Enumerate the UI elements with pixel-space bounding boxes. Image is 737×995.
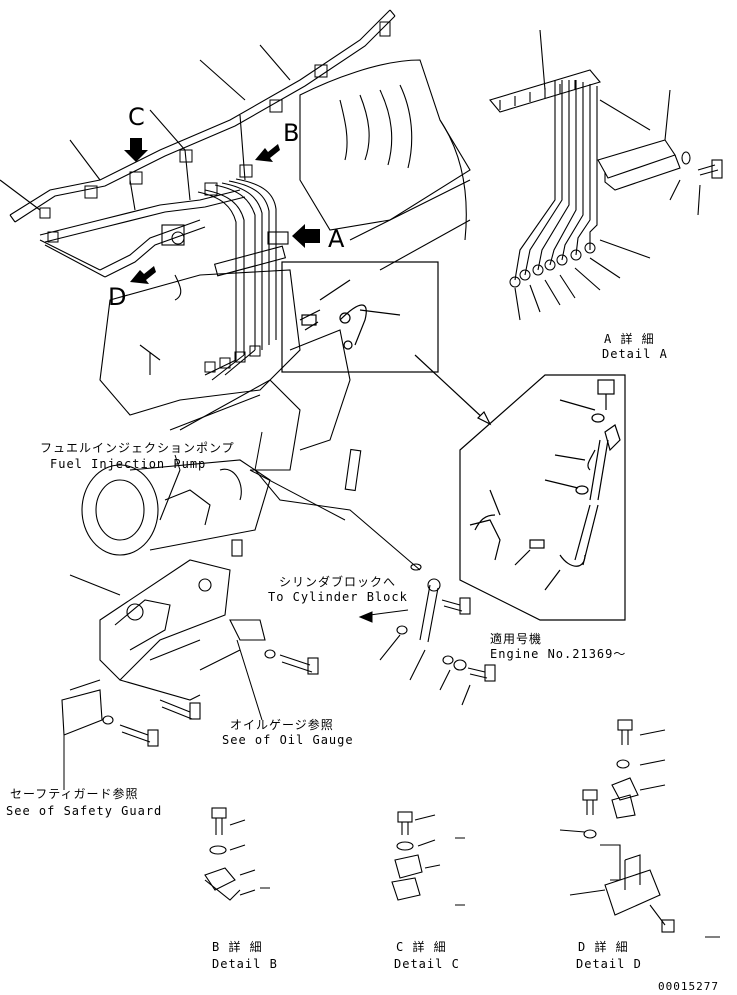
bracket: [61, 559, 319, 747]
oil-gauge-label-en: See of Oil Gauge: [222, 733, 354, 747]
detail-a-assembly: [489, 29, 723, 321]
ref-dashes: [260, 837, 720, 938]
injection-lines: [0, 9, 396, 381]
pump-label-en: Fuel Injection Pump: [50, 457, 207, 471]
safety-guard-label-en: See of Safety Guard: [6, 804, 163, 818]
cylinder-hardware: [379, 563, 496, 706]
engine-block: [99, 59, 471, 471]
callout-d: D: [108, 283, 127, 311]
detail-a-inset: [281, 261, 492, 426]
engine-no-inset: [459, 374, 626, 621]
engine-no-label-jp: 適用号機: [490, 632, 543, 646]
callout-a: A: [328, 225, 345, 253]
callout-arrows: [124, 138, 320, 284]
detail-d-drawing: [559, 719, 675, 933]
drawing-number: 00015277: [658, 980, 719, 993]
detail-c-drawing: [391, 811, 441, 901]
detail-c-title-en: Detail C: [394, 957, 460, 971]
detail-b-title-en: Detail B: [212, 957, 278, 971]
detail-b-title-jp: B 詳 細: [212, 940, 263, 954]
pump-label-jp: フュエルインジェクションポンプ: [40, 441, 235, 455]
detail-d-title-jp: D 詳 細: [578, 940, 629, 954]
safety-guard-label-jp: セーフティガード参照: [10, 787, 139, 801]
callout-c: C: [128, 103, 145, 131]
detail-a-title-en: Detail A: [602, 347, 668, 361]
detail-b-drawing: [204, 807, 256, 901]
callout-b: B: [283, 119, 300, 147]
oil-gauge-label-jp: オイルゲージ参照: [230, 718, 334, 732]
detail-d-title-en: Detail D: [576, 957, 642, 971]
cylinder-label-jp: シリンダブロックへ: [279, 575, 397, 589]
cylinder-label-en: To Cylinder Block: [268, 590, 408, 604]
engine-no-label-en: Engine No.21369～: [490, 647, 627, 661]
detail-c-title-jp: C 詳 細: [396, 940, 447, 954]
detail-a-title-jp: A 詳 細: [604, 332, 655, 346]
leader-lines: [63, 431, 421, 790]
